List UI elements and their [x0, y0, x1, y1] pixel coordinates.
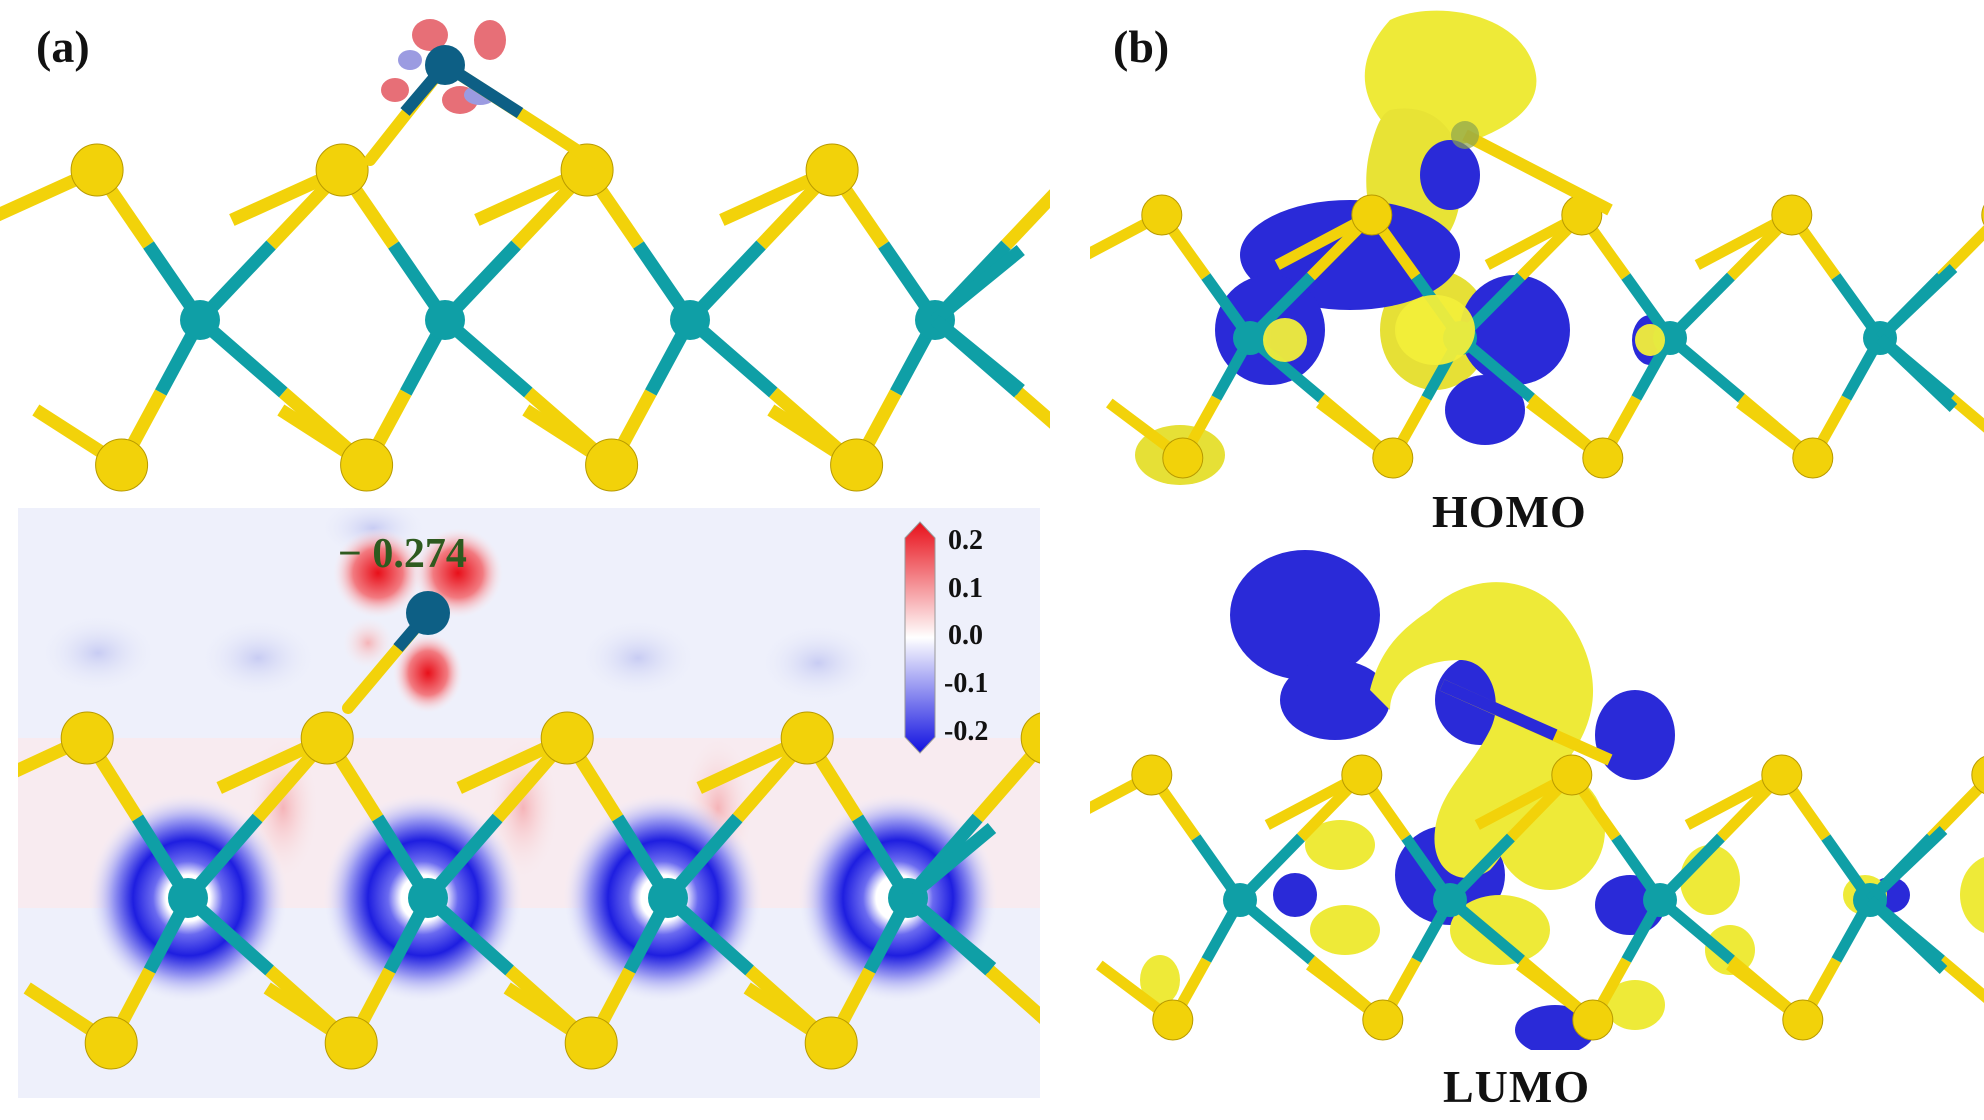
adatom	[406, 591, 450, 635]
colorbar-tick-0: 0.2	[948, 525, 983, 556]
homo-isosurface-front	[1263, 295, 1665, 365]
colorbar-tick-4: -0.2	[944, 716, 989, 747]
mos2-lattice-top-a	[0, 143, 1050, 492]
colorbar	[904, 521, 936, 754]
colorbar-tick-1: 0.1	[948, 573, 983, 604]
homo-orbital-view	[1090, 10, 1984, 485]
charge-density-contour-map	[18, 508, 1040, 1098]
mos2-lattice-bottom-b	[1090, 754, 1984, 1041]
homo-label: HOMO	[1432, 486, 1587, 537]
panel-label-b: (b)	[1113, 21, 1170, 72]
colorbar-tick-2: 0.0	[948, 620, 983, 651]
charge-lobes	[381, 19, 506, 114]
charge-transfer-value: − 0.274	[338, 531, 467, 577]
lumo-orbital-view	[1090, 550, 1984, 1050]
lumo-isosurface-negative	[1230, 550, 1910, 1050]
adatom	[425, 45, 465, 85]
mos2-lattice-top-b	[1090, 194, 1984, 479]
lumo-label: LUMO	[1443, 1061, 1591, 1112]
charge-density-3d-view	[0, 19, 1050, 492]
adatom	[1451, 121, 1479, 149]
panel-label-a: (a)	[36, 21, 90, 72]
adatom-bonds	[364, 59, 606, 171]
colorbar-tick-3: -0.1	[944, 668, 989, 699]
mos2-lattice-bottom-a	[18, 711, 1040, 1070]
